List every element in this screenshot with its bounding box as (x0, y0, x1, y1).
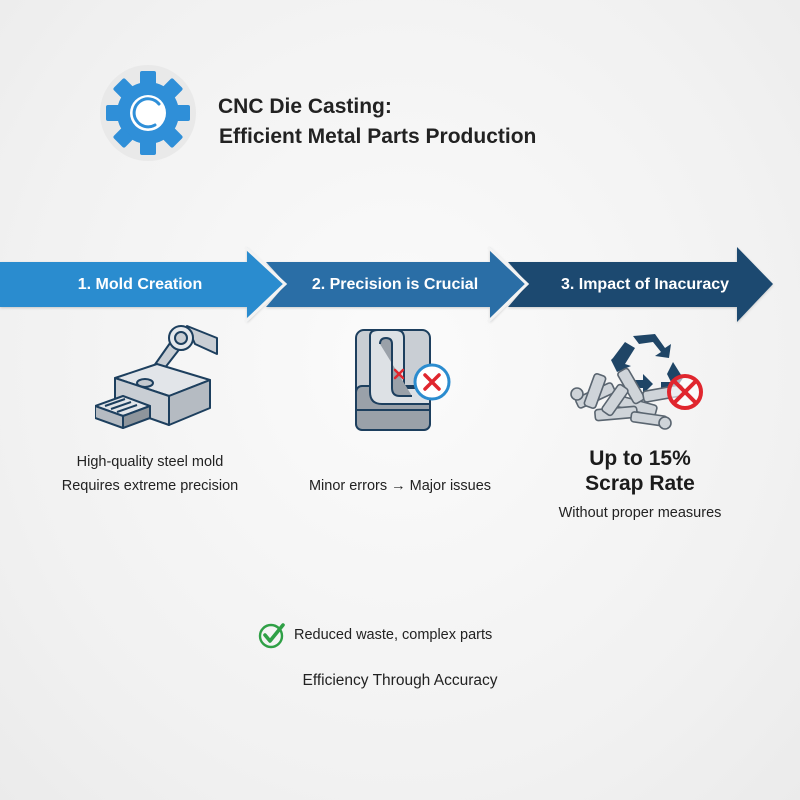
scrap-recycle-prohibited-icon (570, 334, 703, 430)
title-line-2: Efficient Metal Parts Production (219, 125, 537, 148)
step-1-caption: High-quality steel mold Requires extreme… (40, 450, 260, 498)
green-checkmark-icon (258, 623, 285, 649)
step-3-caption: Without proper measures (530, 501, 750, 525)
stat-line-1: Up to 15% (589, 447, 691, 470)
step-1-caption-line-1: High-quality steel mold (76, 454, 224, 470)
benefit-row: Reduced waste, complex parts (258, 620, 492, 650)
scrap-rate-stat: Up to 15% Scrap Rate (530, 446, 750, 496)
step-3-label: 3. Impact of Inacuracy (560, 276, 730, 293)
robotic-arm-mold-icon (95, 325, 218, 429)
step-1-caption-line-2: Requires extreme precision (61, 478, 239, 494)
title-line-1: CNC Die Casting: (218, 95, 392, 118)
process-flow: 1. Mold Creation 2. Precision is Crucial… (0, 240, 800, 330)
misaligned-part-error-icon (355, 329, 451, 431)
step-2-label: 2. Precision is Crucial (311, 276, 479, 293)
tagline: Efficiency Through Accuracy (302, 672, 498, 689)
step-2-caption-line-1: Minor errors → Major issues (308, 478, 492, 494)
logo-badge (98, 63, 198, 163)
stat-line-2: Scrap Rate (585, 472, 695, 495)
gear-icon (100, 65, 196, 161)
step-2-caption: Minor errors → Major issues (285, 474, 515, 498)
step-3-caption-line-1: Without proper measures (558, 505, 722, 521)
benefit-text: Reduced waste, complex parts (294, 627, 493, 643)
step-1-label: 1. Mold Creation (77, 276, 203, 293)
page-title: CNC Die Casting: Efficient Metal Parts P… (218, 92, 536, 152)
flow-arrows (0, 245, 773, 324)
